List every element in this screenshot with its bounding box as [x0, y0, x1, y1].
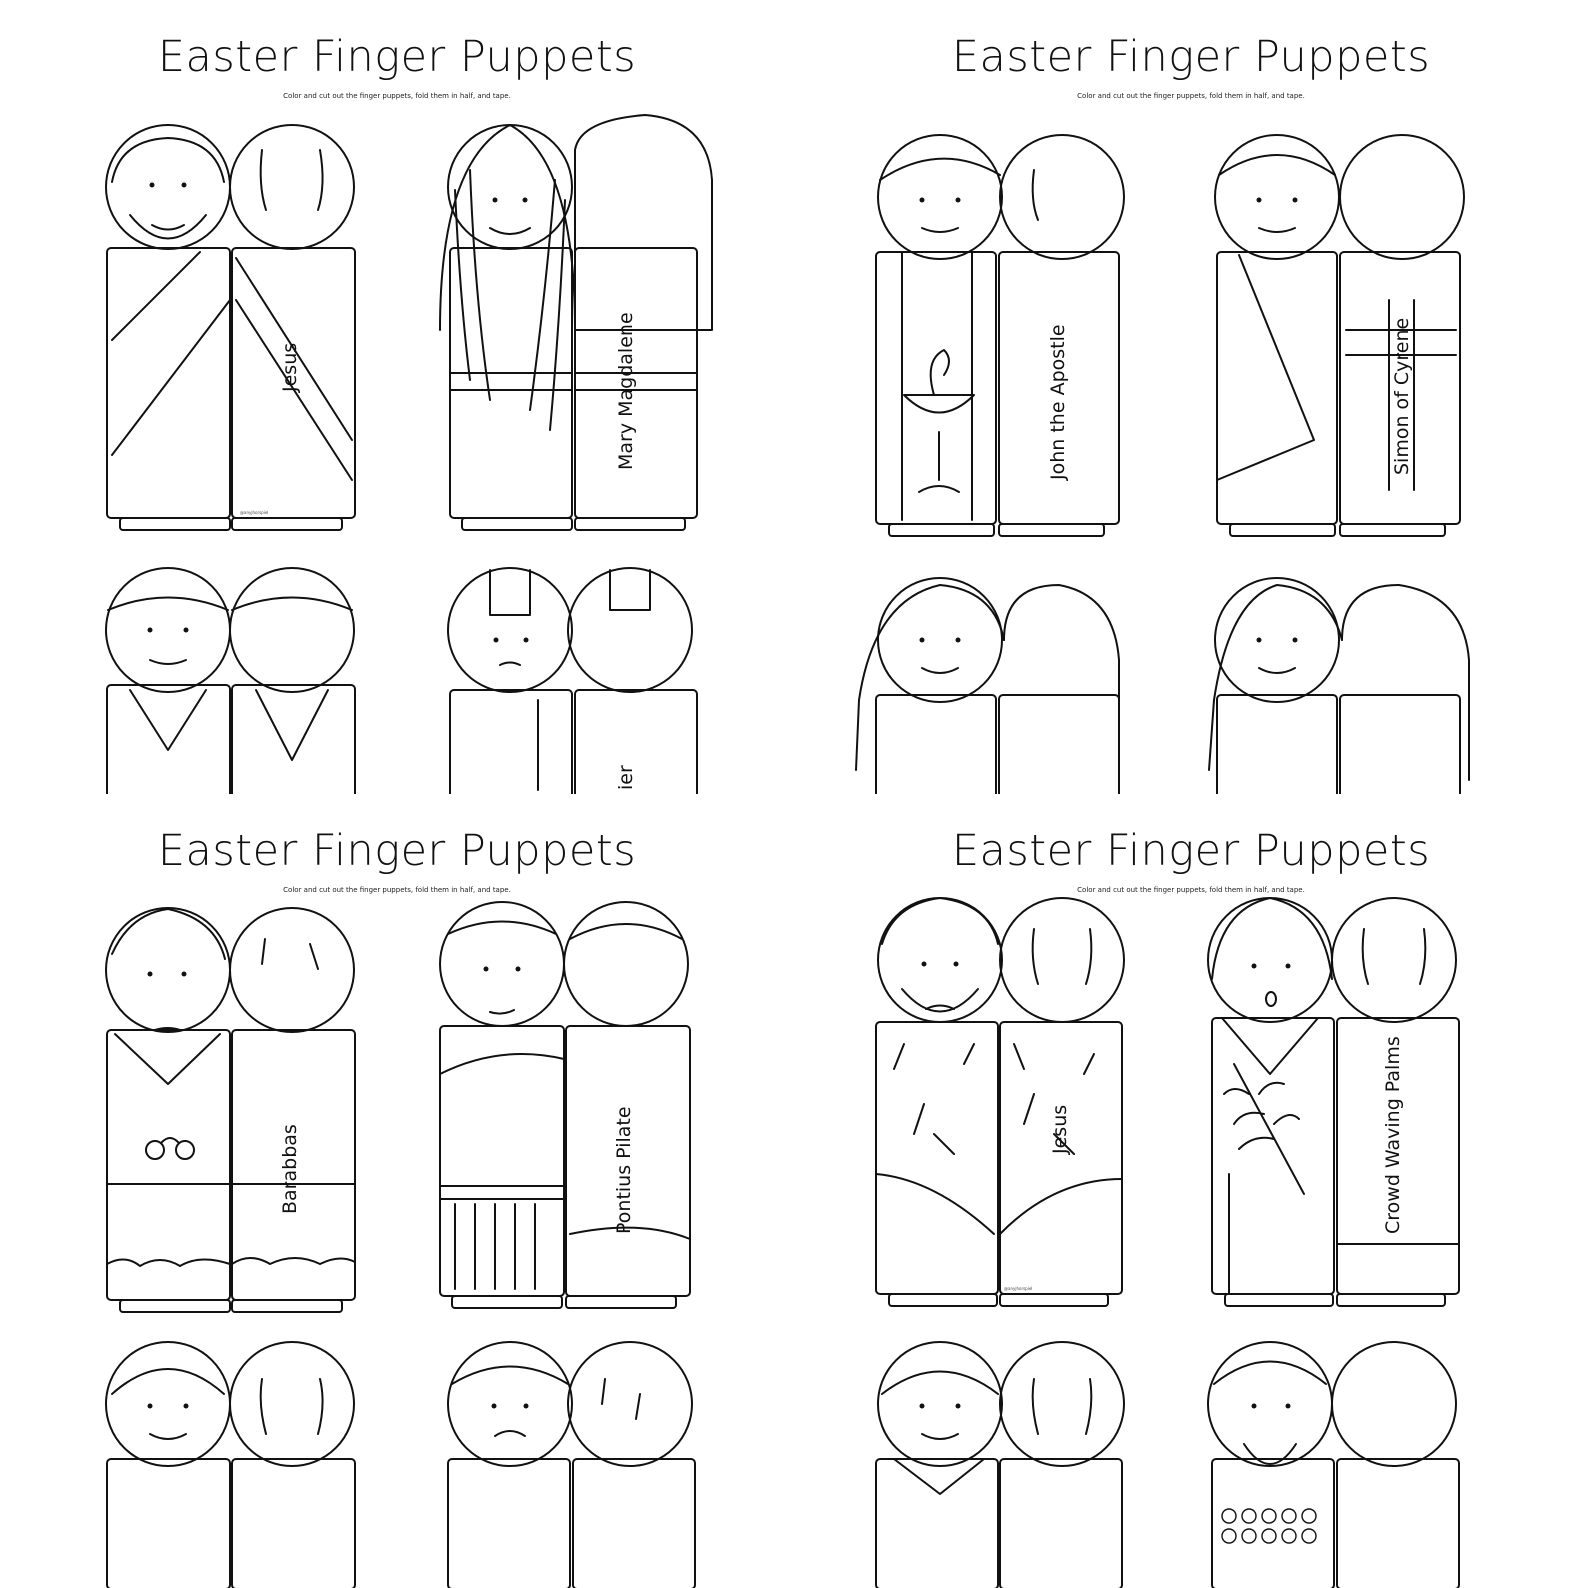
- page-title: Easter Finger Puppets: [157, 32, 637, 82]
- puppet-sheet-art: Jesus @anyjhorspiel Mary Magdalene: [105, 114, 713, 794]
- puppet-name-label: ier: [615, 765, 637, 790]
- puppet-name-label: Crowd Waving Palms: [1382, 1036, 1404, 1234]
- puppet-sad-man: [447, 1341, 696, 1588]
- puppet-sheet-art: Jesus @anyjhorspiel Crowd Waving Palms: [875, 897, 1460, 1588]
- puppet-woman-4: [875, 1341, 1125, 1588]
- puppet-pontius-pilate: Pontius Pilate: [439, 901, 691, 1309]
- puppet-name-label: Barabbas: [279, 1124, 301, 1214]
- puppet-woman-1: [855, 577, 1120, 794]
- page-instructions: Color and cut out the finger puppets, fo…: [283, 92, 511, 100]
- page-title: Easter Finger Puppets: [157, 826, 637, 876]
- page-title: Easter Finger Puppets: [951, 826, 1431, 876]
- puppet-woman-2: [1208, 577, 1470, 794]
- puppet-soldier: ier: [447, 567, 698, 794]
- page-title: Easter Finger Puppets: [951, 32, 1431, 82]
- page-instructions: Color and cut out the finger puppets, fo…: [1077, 92, 1305, 100]
- puppet-page-1: Easter Finger Puppets Color and cut out …: [0, 0, 794, 794]
- puppet-name-label: Jesus: [1049, 1105, 1071, 1155]
- puppet-john-the-apostle: John the Apostle: [875, 134, 1125, 537]
- page-instructions: Color and cut out the finger puppets, fo…: [283, 886, 511, 894]
- puppet-sheet-art: Barabbas Pontius Pilate: [105, 901, 696, 1588]
- puppet-name-label: Pontius Pilate: [613, 1106, 635, 1234]
- puppet-woman-3: [105, 1341, 356, 1588]
- puppet-name-label: John the Apostle: [1047, 324, 1069, 481]
- puppet-jesus-crucifixion: Jesus @anyjhorspiel: [875, 897, 1125, 1307]
- puppet-page-2: Easter Finger Puppets Color and cut out …: [794, 0, 1588, 794]
- puppet-name-label: Simon of Cyrene: [1391, 318, 1413, 475]
- puppet-barabbas: Barabbas: [105, 907, 356, 1313]
- puppet-name-label: Mary Magdalene: [615, 312, 637, 470]
- puppet-disciple: [105, 567, 356, 794]
- puppet-simon-of-cyrene: Simon of Cyrene: [1214, 134, 1465, 537]
- puppet-mary-magdalene: Mary Magdalene: [439, 114, 713, 531]
- puppet-sheet-art: John the Apostle Simon of Cyrene: [855, 134, 1470, 794]
- puppet-crowd-waving-palms: Crowd Waving Palms: [1207, 897, 1460, 1307]
- puppet-name-label: Jesus: [279, 343, 301, 393]
- puppet-money-changer: [1207, 1341, 1460, 1588]
- puppet-page-3: Easter Finger Puppets Color and cut out …: [0, 794, 794, 1588]
- puppet-page-4: Easter Finger Puppets Color and cut out …: [794, 794, 1588, 1588]
- artist-credit: @anyjhorspiel: [240, 510, 268, 515]
- artist-credit: @anyjhorspiel: [1004, 1286, 1032, 1291]
- page-instructions: Color and cut out the finger puppets, fo…: [1077, 886, 1305, 894]
- puppet-jesus: Jesus @anyjhorspiel: [105, 124, 356, 531]
